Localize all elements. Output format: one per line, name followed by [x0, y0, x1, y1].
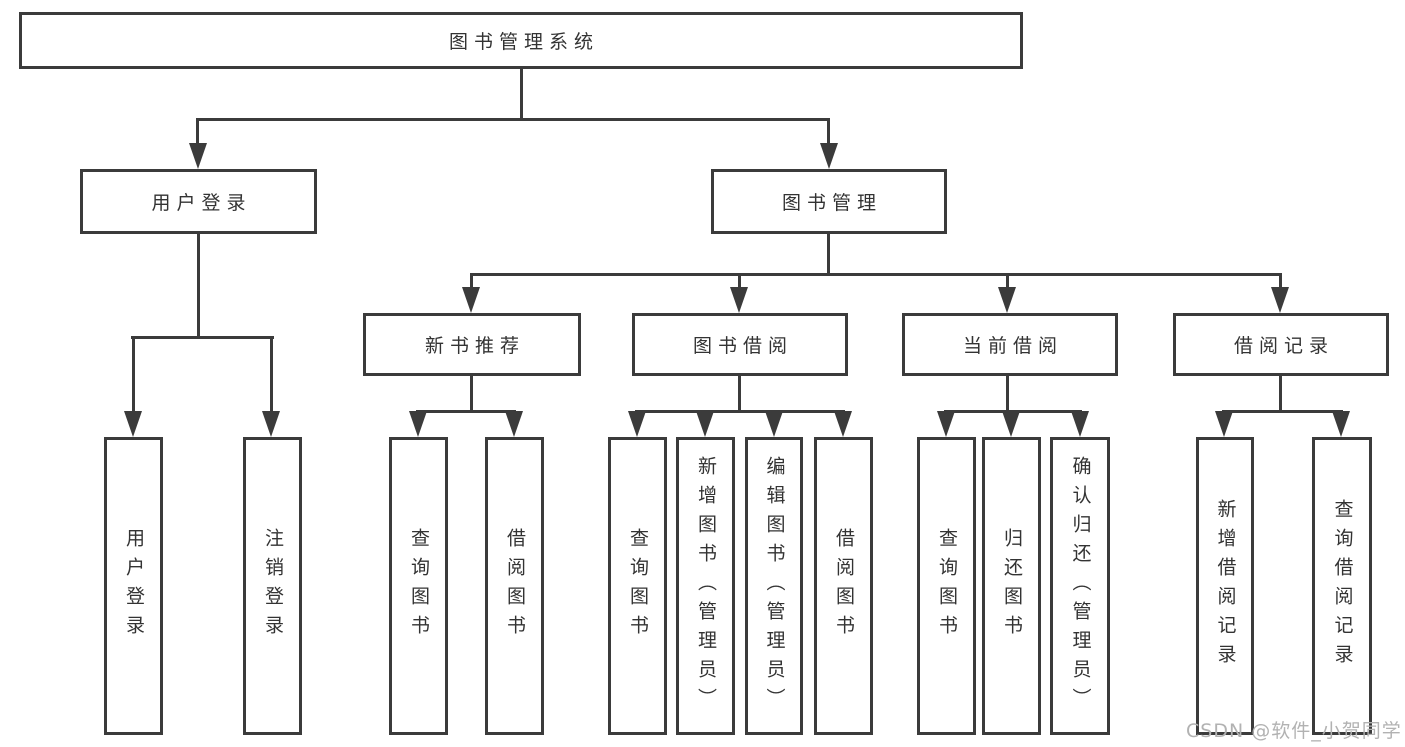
node-user-login: 用户登录: [80, 169, 317, 234]
node-label: 新书推荐: [424, 335, 525, 357]
arrowhead-down: [505, 411, 523, 437]
connector-line: [1222, 410, 1343, 413]
node-book-management: 图书管理: [711, 169, 947, 234]
arrowhead-down: [765, 411, 783, 437]
node-label: 编辑图书（管理员）: [763, 455, 786, 717]
node-label: 图书管理系统: [448, 31, 599, 53]
node-label: 新增借阅记录: [1214, 499, 1237, 673]
connector-line: [1006, 273, 1009, 291]
leaf-edit-book-admin: 编辑图书（管理员）: [745, 437, 803, 735]
connector-line: [1279, 273, 1282, 291]
leaf-confirm-return-admin: 确认归还（管理员）: [1050, 437, 1110, 735]
connector-line: [470, 273, 1282, 276]
leaf-borrow-book: 借阅图书: [814, 437, 873, 735]
leaf-query-books-recommend: 查询图书: [389, 437, 448, 735]
connector-line: [131, 336, 274, 339]
leaf-borrow-books-recommend: 借阅图书: [485, 437, 544, 735]
node-borrowing-records: 借阅记录: [1173, 313, 1389, 376]
node-library-management-system: 图书管理系统: [19, 12, 1023, 69]
arrowhead-down: [998, 287, 1016, 313]
leaf-add-book-admin: 新增图书（管理员）: [676, 437, 735, 735]
node-label: 当前借阅: [962, 335, 1063, 357]
connector-line: [520, 69, 523, 121]
arrowhead-down: [1002, 411, 1020, 437]
node-label: 图书借阅: [692, 335, 793, 357]
arrowhead-down: [937, 411, 955, 437]
connector-line: [738, 375, 741, 413]
leaf-add-borrow-record: 新增借阅记录: [1196, 437, 1254, 735]
connector-line: [197, 234, 200, 339]
connector-line: [1279, 375, 1282, 413]
leaf-query-books-borrow: 查询图书: [608, 437, 667, 735]
connector-line: [270, 336, 273, 413]
connector-line: [827, 118, 830, 148]
arrowhead-down: [189, 143, 207, 169]
arrowhead-down: [262, 411, 280, 437]
arrowhead-down: [696, 411, 714, 437]
node-label: 查询图书: [408, 528, 430, 644]
node-current-borrowing: 当前借阅: [902, 313, 1118, 376]
node-label: 注销登录: [262, 528, 284, 644]
arrowhead-down: [124, 411, 142, 437]
connector-line: [470, 273, 473, 291]
leaf-logout: 注销登录: [243, 437, 302, 735]
node-label: 借阅图书: [833, 528, 855, 644]
leaf-return-book: 归还图书: [982, 437, 1041, 735]
connector-line: [1006, 375, 1009, 413]
arrowhead-down: [834, 411, 852, 437]
arrowhead-down: [409, 411, 427, 437]
csdn-watermark: CSDN @软件_小贺同学: [1186, 720, 1402, 742]
arrowhead-down: [628, 411, 646, 437]
connector-line: [196, 118, 199, 148]
leaf-query-books-current: 查询图书: [917, 437, 976, 735]
node-label: 查询图书: [936, 528, 958, 644]
node-label: 用户登录: [151, 192, 252, 214]
node-new-book-recommendation: 新书推荐: [363, 313, 581, 376]
arrowhead-down: [820, 143, 838, 169]
node-label: 新增图书（管理员）: [695, 455, 717, 717]
leaf-query-borrow-record: 查询借阅记录: [1312, 437, 1372, 735]
arrowhead-down: [730, 287, 748, 313]
arrowhead-down: [1215, 411, 1233, 437]
node-label: 借阅图书: [504, 528, 526, 644]
arrowhead-down: [1332, 411, 1350, 437]
node-label: 用户登录: [123, 528, 145, 644]
node-book-borrowing: 图书借阅: [632, 313, 848, 376]
arrowhead-down: [462, 287, 480, 313]
node-label: 图书管理: [781, 192, 882, 214]
connector-line: [132, 336, 135, 413]
leaf-user-login: 用户登录: [104, 437, 163, 735]
node-label: 确认归还（管理员）: [1069, 455, 1092, 717]
node-label: 查询图书: [627, 528, 649, 644]
connector-line: [827, 234, 830, 276]
connector-line: [196, 118, 830, 121]
connector-line: [416, 410, 516, 413]
node-label: 查询借阅记录: [1331, 499, 1354, 673]
arrowhead-down: [1271, 287, 1289, 313]
connector-line: [635, 410, 845, 413]
node-label: 借阅记录: [1233, 335, 1334, 357]
arrowhead-down: [1071, 411, 1089, 437]
node-label: 归还图书: [1001, 528, 1023, 644]
connector-line: [738, 273, 741, 291]
connector-line: [470, 375, 473, 413]
